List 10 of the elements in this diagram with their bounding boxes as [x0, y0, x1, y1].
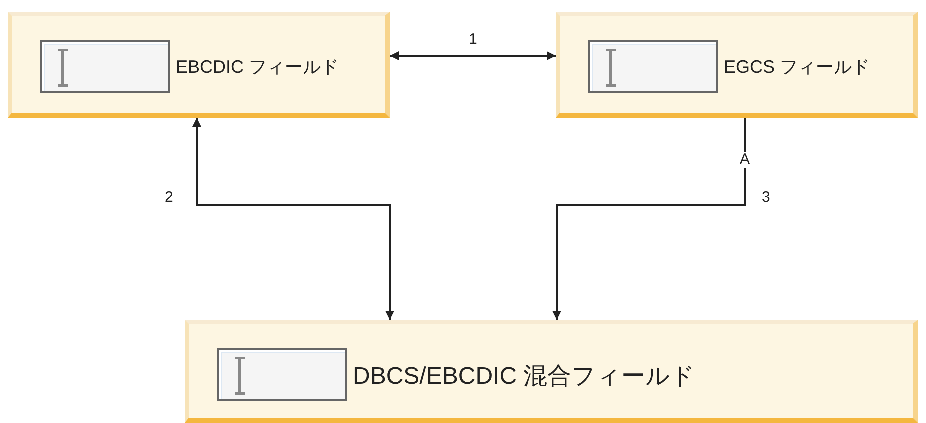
field-label: DBCS/EBCDIC 混合フィールド: [353, 362, 696, 392]
field-label: EBCDIC フィールド: [176, 56, 340, 80]
connector-arrow: [192, 118, 394, 320]
field-label: EGCS フィールド: [724, 56, 870, 80]
connector-arrow: [390, 52, 556, 60]
connector-arrow: [552, 118, 746, 320]
field-box: [185, 320, 918, 423]
field-box: [556, 12, 918, 118]
edge-label: A: [739, 152, 752, 168]
field-box: [8, 12, 390, 118]
